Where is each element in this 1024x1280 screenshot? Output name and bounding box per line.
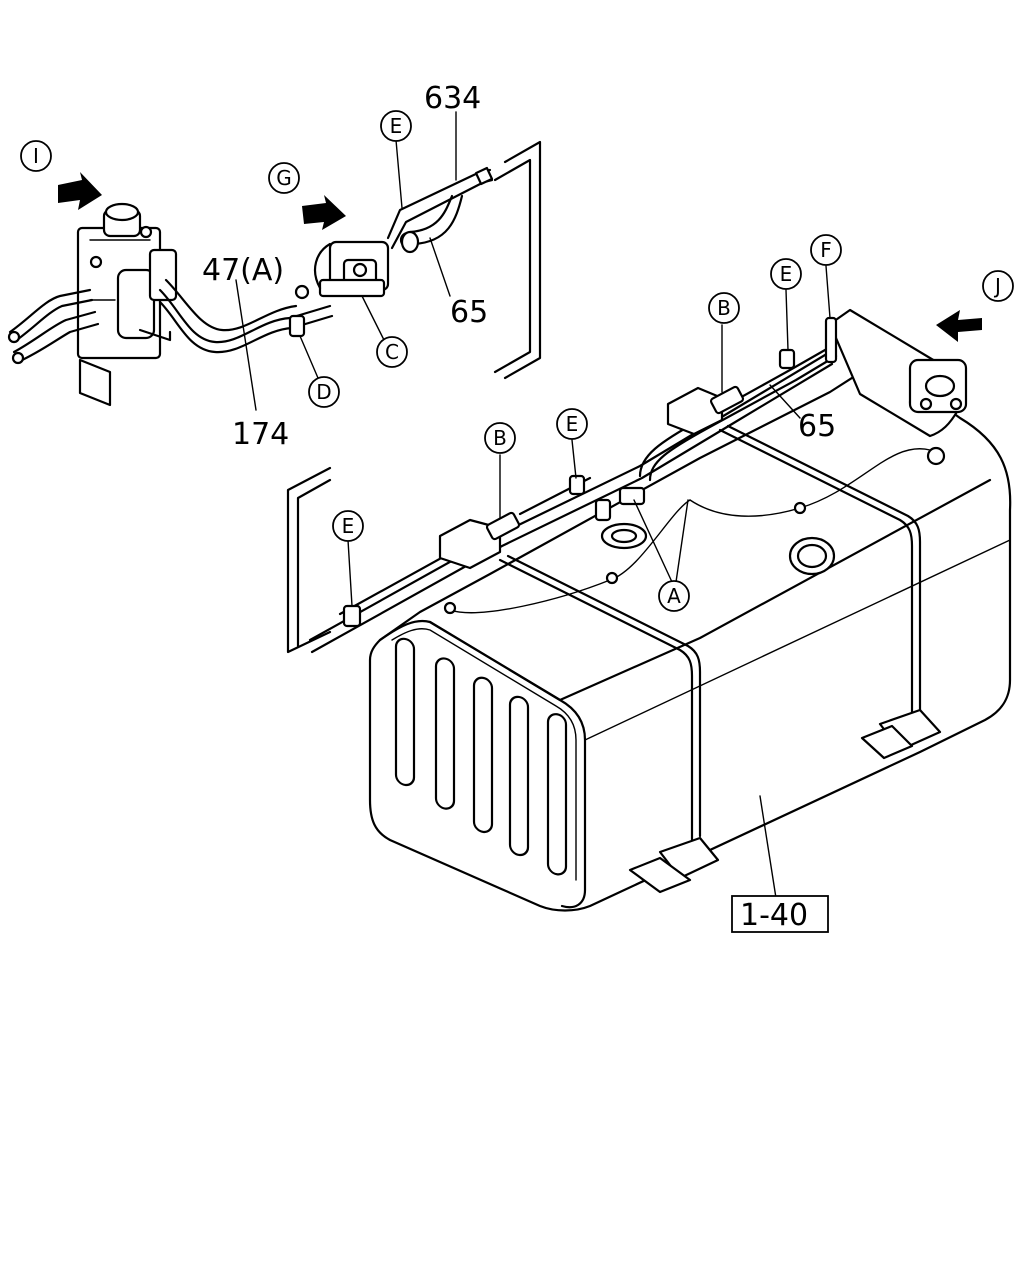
callout-b-rear-text: B <box>717 296 731 320</box>
vent-hose <box>443 446 946 615</box>
callout-b-front-text: B <box>493 426 507 450</box>
clamp-e-front <box>342 604 362 628</box>
part-number-65-upper: 65 <box>450 295 488 330</box>
callout-i: I <box>20 140 52 172</box>
callout-c-text: C <box>385 340 399 364</box>
callout-a-text: A <box>667 584 681 608</box>
callout-e-top: E <box>380 110 412 142</box>
leader-lines <box>235 111 831 899</box>
clamp-f <box>824 316 838 364</box>
clamp-e-rear <box>778 348 796 370</box>
frame-bracket-upper <box>493 140 542 380</box>
part-number-65-lower: 65 <box>798 409 836 444</box>
central-filter <box>294 231 417 300</box>
bracket-b-front <box>438 511 521 570</box>
arrow-j-icon <box>936 310 982 342</box>
callout-e-left-text: E <box>342 514 355 538</box>
arrow-g-icon <box>302 195 346 230</box>
part-number-174: 174 <box>232 417 289 452</box>
part-number-634: 634 <box>424 81 481 116</box>
callout-e-top-text: E <box>390 114 403 138</box>
callout-g-text: G <box>276 166 292 190</box>
callout-i-text: I <box>33 144 39 168</box>
callout-d-text: D <box>316 380 331 404</box>
connector-a <box>594 486 646 522</box>
callout-a: A <box>658 580 690 612</box>
fuel-filter-assembly <box>76 202 178 407</box>
frame-bracket-lower <box>286 466 332 654</box>
callout-e-right: E <box>770 258 802 290</box>
callout-e-middle-text: E <box>566 412 579 436</box>
bracket-b-rear <box>666 385 745 436</box>
arrow-i-icon <box>58 172 102 210</box>
callout-e-middle: E <box>556 408 588 440</box>
part-number-47a: 47(A) <box>202 253 284 288</box>
callout-e-left: E <box>332 510 364 542</box>
callout-j: J <box>982 270 1014 302</box>
callout-b-rear: B <box>708 292 740 324</box>
filter-left-pipes <box>7 288 100 365</box>
pipe-65-upper <box>400 194 464 254</box>
clamp-e-middle <box>568 474 586 496</box>
part-number-1-40-box: 1-40 <box>731 895 829 933</box>
callout-g: G <box>268 162 300 194</box>
callout-f-text: F <box>820 238 832 262</box>
callout-f: F <box>810 234 842 266</box>
clamp-d <box>288 314 306 338</box>
pipe-174 <box>158 278 334 354</box>
callout-b-front: B <box>484 422 516 454</box>
callout-j-text: J <box>993 274 1001 298</box>
pipe-634 <box>386 166 494 250</box>
callout-d: D <box>308 376 340 408</box>
right-component <box>908 358 968 414</box>
callout-c: C <box>376 336 408 368</box>
part-number-1-40: 1-40 <box>740 898 808 933</box>
callout-e-right-text: E <box>780 262 793 286</box>
